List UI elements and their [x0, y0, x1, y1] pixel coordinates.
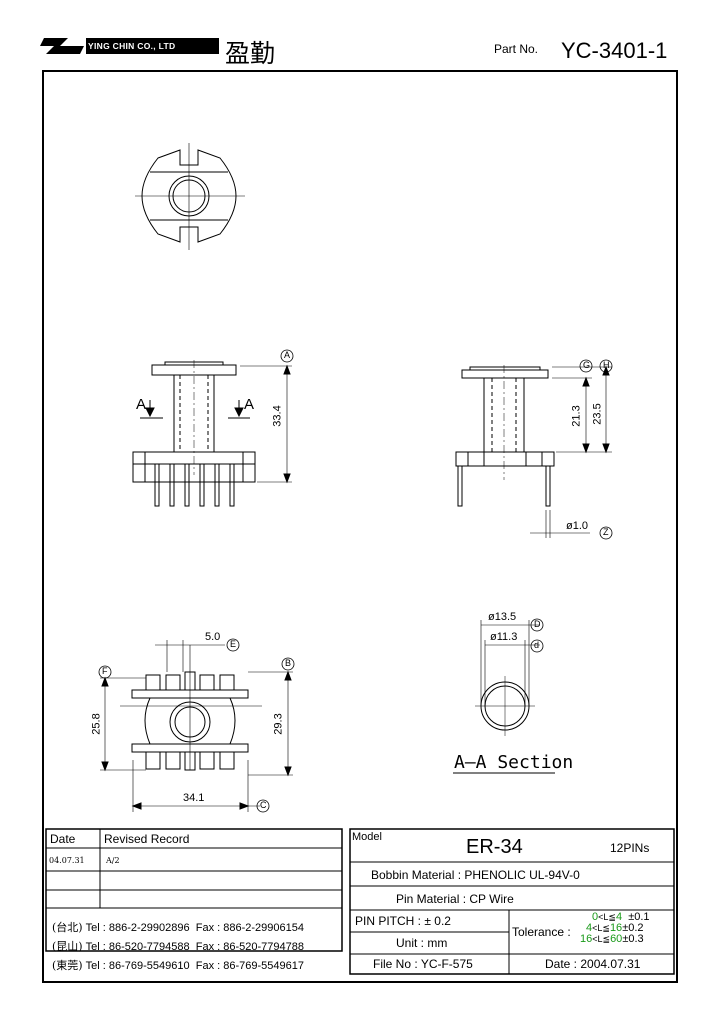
ref-d-upper: D — [534, 619, 541, 629]
pin-count: 12PINs — [610, 841, 650, 855]
dim-pin-dia: ø1.0 — [566, 520, 589, 532]
tolerance-row: 16<L≦60±0.3 — [580, 933, 644, 945]
front-view — [132, 360, 292, 507]
dim-inner-dia: ø11.3 — [490, 631, 518, 643]
tolerance-row: 0<L≦4 ±0.1 — [592, 911, 650, 923]
section-mark-right: A — [244, 396, 255, 413]
model-label: Model — [352, 831, 382, 843]
spec-table-lines — [349, 828, 675, 975]
unit: Unit : mm — [396, 936, 448, 950]
tolerance-label: Tolerance : — [512, 925, 571, 939]
side-view — [455, 365, 612, 538]
record-date: 04.07.31 — [49, 856, 85, 865]
dim-outer-dia: ø13.5 — [488, 611, 517, 623]
model-value: ER-34 — [466, 836, 523, 858]
dim-height-pin: 21.3 — [570, 405, 583, 427]
ref-b: B — [285, 658, 292, 668]
drawing-date: Date : 2004.07.31 — [545, 957, 641, 971]
company-logo-icon — [40, 38, 84, 54]
company-name: YING CHIN CO., LTD — [88, 41, 176, 51]
dim-height-overall: 33.4 — [271, 405, 284, 427]
ref-z: Z — [603, 527, 609, 537]
record-entry: A/2 — [106, 856, 120, 865]
dim-length: 34.1 — [183, 792, 205, 804]
ref-d-lower: d — [534, 640, 540, 650]
drawing-frame — [42, 70, 678, 983]
record-date-header: Date — [50, 832, 76, 846]
top-view — [135, 143, 245, 250]
contact-row: (台北) Tel : 886-2-29902896 Fax : 886-2-29… — [52, 921, 304, 934]
dim-pin-pitch: 5.0 — [205, 631, 221, 643]
ref-c: C — [260, 800, 267, 810]
dim-width-body: 29.3 — [272, 713, 285, 735]
record-table-lines — [45, 828, 343, 952]
ref-h: H — [603, 360, 610, 370]
section-mark-left: A — [136, 396, 147, 413]
ref-e: E — [230, 639, 237, 649]
ref-g: G — [583, 360, 591, 370]
section-title: A—A Section — [454, 752, 574, 773]
contact-row: (東莞) Tel : 86-769-5549610 Fax : 86-769-5… — [52, 959, 304, 972]
pin-material: Pin Material : CP Wire — [396, 892, 514, 906]
dim-height-total: 23.5 — [591, 403, 604, 425]
part-no-label: Part No. — [494, 42, 539, 56]
record-header: Revised Record — [104, 832, 190, 846]
part-no: YC-3401-1 — [561, 38, 668, 63]
contact-row: (昆山) Tel : 86-520-7794588 Fax : 86-520-7… — [52, 940, 304, 953]
pin-pitch: PIN PITCH : ± 0.2 — [355, 914, 451, 928]
tolerance-row: 4<L≦16±0.2 — [586, 922, 644, 934]
bottom-view — [100, 640, 293, 812]
company-name-cn: 盈勤 — [225, 39, 276, 68]
logo-bar — [86, 38, 219, 54]
dim-width-side: 25.8 — [90, 713, 103, 735]
bobbin-material: Bobbin Material : PHENOLIC UL-94V-0 — [371, 868, 580, 882]
ref-f: F — [102, 666, 108, 676]
file-no: File No : YC-F-575 — [373, 957, 473, 971]
ref-a: A — [284, 350, 291, 360]
